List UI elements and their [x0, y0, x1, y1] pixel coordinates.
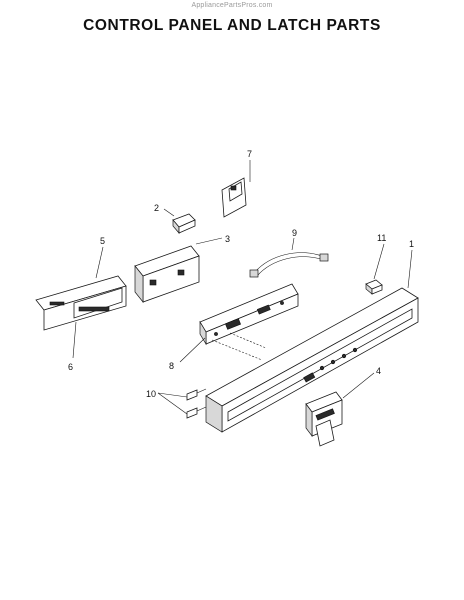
callout-11: 11 [377, 233, 386, 243]
watermark-text: AppliancePartsPros.com [191, 2, 273, 9]
part-8-ui-panel[interactable] [199, 283, 299, 346]
page-title: CONTROL PANEL AND LATCH PARTS [83, 17, 381, 34]
leader-10b [157, 392, 188, 415]
leader-9 [291, 237, 295, 251]
part-10-screws[interactable] [186, 388, 207, 419]
part-11-small-part[interactable] [365, 279, 383, 295]
part-3-bracket[interactable] [134, 245, 200, 303]
leader-1 [407, 249, 413, 289]
dashed-guide-8 [211, 339, 263, 361]
dashed-guide-8b [229, 332, 267, 349]
callout-10: 10 [146, 389, 156, 399]
callout-3: 3 [225, 234, 230, 244]
callout-2: 2 [154, 203, 159, 213]
callout-4: 4 [376, 366, 381, 376]
part-5-control-board[interactable] [35, 275, 127, 331]
leader-3 [195, 237, 223, 245]
callout-6: 6 [68, 362, 73, 372]
callout-7: 7 [247, 149, 252, 159]
leader-5 [95, 246, 104, 279]
leader-8 [179, 337, 206, 363]
part-1-control-panel[interactable] [205, 287, 419, 433]
leader-2 [163, 208, 175, 217]
callout-9: 9 [292, 228, 297, 238]
part-4-door-latch[interactable] [305, 391, 343, 447]
part-9-wire-harness[interactable] [249, 252, 329, 278]
leader-4 [342, 372, 375, 399]
leader-6 [72, 321, 77, 359]
callout-1: 1 [409, 239, 414, 249]
part-2-clip[interactable] [172, 213, 196, 234]
part-7-label-card[interactable] [221, 177, 247, 218]
callout-8: 8 [169, 361, 174, 371]
leader-10a [157, 392, 188, 398]
leader-11 [373, 243, 385, 280]
callout-5: 5 [100, 236, 105, 246]
